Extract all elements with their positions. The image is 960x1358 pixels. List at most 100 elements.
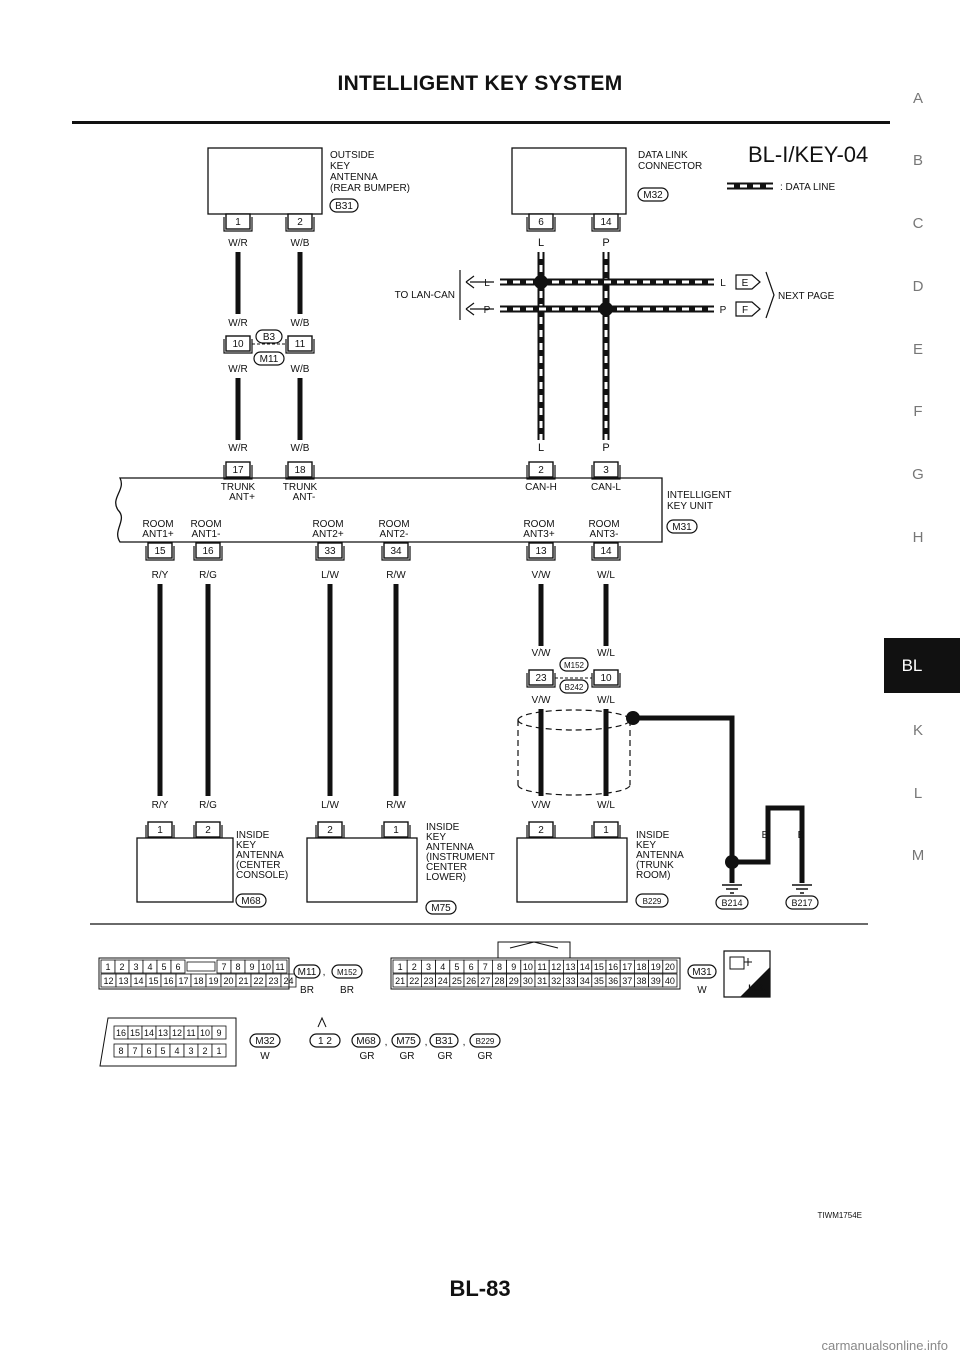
side-index-k[interactable]: K	[912, 722, 923, 739]
unit-bottom-pin-label: ROOM	[523, 519, 554, 530]
inline-m152-pin-10: 10	[600, 673, 612, 684]
c2-ref-m68: M68	[356, 1036, 376, 1047]
inside-antenna-2-name-line: (INSTRUMENT	[426, 852, 495, 863]
unit-conn-outline	[666, 519, 698, 534]
inside-antenna-2-name-line: INSIDE	[426, 822, 460, 833]
hs-badge-corner	[740, 967, 770, 997]
inside-antenna-3-pin-b-box	[593, 821, 619, 838]
connector-24-bottom-pin: 17	[178, 976, 188, 986]
dlc-pin-14-frame	[591, 217, 621, 232]
wire-color: W/B	[291, 443, 310, 454]
inside-antenna-1-pin-a-box	[147, 821, 173, 838]
connector-16-top-pin: 14	[144, 1028, 154, 1038]
connector-40-top-pin: 4	[440, 962, 445, 972]
inside-antenna-2-pin-b: 1	[393, 825, 399, 836]
connector-16-top-pin: 13	[158, 1028, 168, 1038]
side-index-l[interactable]: L	[913, 785, 923, 802]
inside-antenna-2-pin-a-box	[317, 821, 343, 838]
sep: ,	[463, 1037, 466, 1048]
c2-ref-m75-outline	[391, 1033, 421, 1048]
unit-top-pin-label: CAN-L	[591, 482, 621, 493]
connector-24-bottom-pin: 21	[238, 976, 248, 986]
unit-top-pin-3-box	[593, 461, 619, 478]
inside-antenna-1-body	[136, 837, 234, 903]
outside-antenna-pin-2: 2	[297, 217, 303, 228]
unit-bottom-pin-15-box	[147, 542, 173, 559]
c2-ref-b229-outline	[469, 1033, 501, 1048]
unit-top-pin-2: 2	[538, 465, 544, 476]
connector-40-top-pin: 16	[608, 962, 618, 972]
inside-antenna-3-name-line: ROOM)	[636, 870, 670, 881]
unit-name-line: INTELLIGENT	[667, 490, 731, 501]
wire-color: W/R	[228, 238, 247, 249]
connector-16-bottom-pin: 6	[146, 1046, 151, 1056]
connector-40-top-pin: 20	[665, 962, 675, 972]
junction-dot	[599, 302, 613, 316]
connector-2-pins: 1 2	[318, 1036, 332, 1047]
unit-top-pin-label: CAN-H	[525, 482, 557, 493]
side-index-g[interactable]: G	[912, 466, 924, 483]
shield-outline	[517, 709, 631, 796]
inside-antenna-3-name-line: ANTENNA	[636, 850, 684, 861]
connector-16-top-pin: 10	[200, 1028, 210, 1038]
c24-ref-m152-outline	[331, 964, 363, 979]
unit-top-pin-label: ANT-	[293, 492, 316, 503]
side-index-active-tab[interactable]: BL	[884, 638, 960, 693]
connector-24-top-pin: 9	[249, 962, 254, 972]
connector-40-housing	[497, 941, 571, 958]
side-index-m[interactable]: M	[911, 847, 925, 864]
next-page-bracket	[765, 271, 775, 319]
wire-color: W/B	[291, 238, 310, 249]
inline-b3-pin-11-frame	[285, 339, 315, 354]
inside-antenna-3-name-line: (TRUNK	[636, 860, 674, 871]
inline-m152-pin-23-frame	[526, 673, 556, 688]
side-index-b[interactable]: B	[912, 152, 923, 169]
connector-40-bottom-pin: 25	[452, 976, 462, 986]
side-index-c[interactable]: C	[912, 215, 924, 232]
connector-40-bottom-pin: 26	[466, 976, 476, 986]
wire-color: W/L	[597, 570, 615, 581]
ground-label-b214-outline	[715, 895, 749, 910]
side-index-d[interactable]: D	[912, 278, 924, 295]
unit-bottom-pin-label: ANT1+	[142, 529, 174, 540]
sep: ,	[323, 967, 326, 978]
unit-bottom-pin-13-frame	[526, 546, 556, 561]
c40-ref-m31: M31	[692, 967, 712, 978]
connector-40-bottom-pin: 34	[580, 976, 590, 986]
connector-40-bottom-pin: 21	[395, 976, 405, 986]
inside-antenna-3-body	[516, 837, 628, 903]
connector-2-latch	[317, 1016, 327, 1028]
inside-antenna-2-name-line: LOWER)	[426, 872, 466, 883]
outside-antenna-name-line: (REAR BUMPER)	[330, 183, 410, 194]
wire-color: V/W	[532, 570, 551, 581]
intelligent-key-unit-body	[115, 477, 663, 543]
inside-antenna-1-pin-b: 2	[205, 825, 211, 836]
inside-antenna-2-conn-outline	[425, 900, 457, 915]
wire-color: R/Y	[152, 800, 169, 811]
inside-antenna-2-pin-b-box	[383, 821, 409, 838]
unit-bottom-pin-label: ANT3+	[523, 529, 555, 540]
next-page-f: F	[742, 305, 748, 316]
side-index-f[interactable]: F	[913, 403, 923, 420]
unit-bottom-pin-13: 13	[535, 546, 547, 557]
wire-color: GR	[360, 1051, 375, 1062]
diagram-id: BL-I/KEY-04	[748, 142, 868, 167]
ground-lead-2	[732, 805, 805, 883]
ground-label-b217-outline	[785, 895, 819, 910]
inside-antenna-3-conn-outline	[635, 893, 669, 908]
side-index-e[interactable]: E	[912, 341, 923, 358]
side-index-h[interactable]: H	[912, 529, 924, 546]
side-index-a[interactable]: A	[912, 90, 923, 107]
c40-ref-m31-outline	[687, 964, 717, 979]
connector-2-pins-outline	[309, 1033, 341, 1048]
connector-16-top-pin: 12	[172, 1028, 182, 1038]
connector-40-top-pin: 9	[511, 962, 516, 972]
wire-color: L/W	[321, 800, 339, 811]
c2-ref-m75: M75	[396, 1036, 416, 1047]
connector-16-frame	[99, 1017, 237, 1067]
connector-40-top-pin: 17	[622, 962, 632, 972]
dlc-pin-6: 6	[538, 217, 544, 228]
inline-m152-conn-b-outline	[559, 679, 589, 694]
connector-24-top-pin: 3	[133, 962, 138, 972]
connector-24-bottom-pin: 18	[193, 976, 203, 986]
